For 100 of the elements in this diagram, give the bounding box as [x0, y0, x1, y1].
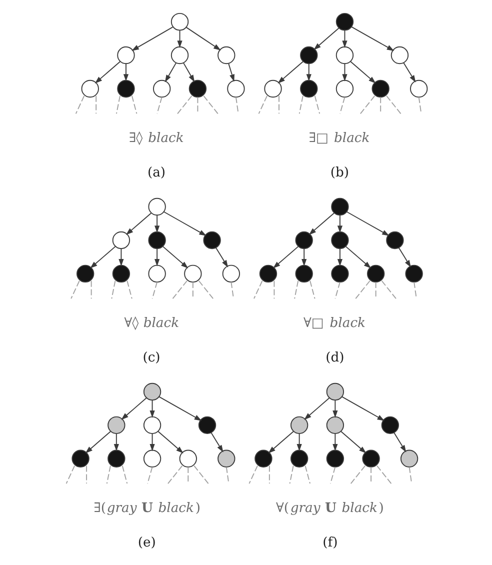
arrow	[308, 212, 334, 235]
arrow	[84, 431, 110, 454]
connector	[370, 466, 372, 484]
connector	[354, 280, 370, 300]
connector	[193, 465, 208, 484]
node-circle	[148, 231, 166, 250]
node-circle	[148, 198, 166, 216]
connector	[187, 466, 188, 484]
connector	[196, 96, 198, 114]
node-circle	[290, 450, 308, 468]
node-circle	[264, 80, 282, 98]
node-circle	[386, 231, 404, 250]
arrow	[336, 214, 342, 233]
node-circle	[116, 80, 134, 98]
node-circle	[116, 46, 134, 64]
node-circle	[404, 264, 422, 283]
node-circle	[330, 264, 348, 283]
node-circle	[184, 264, 202, 283]
connector	[74, 95, 84, 114]
arrow	[342, 63, 347, 82]
arrow	[157, 431, 183, 454]
label: ∃(gray U black)	[93, 500, 200, 516]
arrow	[332, 400, 338, 418]
node-circle	[390, 46, 408, 64]
label: (a)	[147, 166, 166, 181]
label: (c)	[142, 350, 160, 366]
arrow	[94, 61, 120, 84]
arrow	[304, 398, 330, 420]
arrow	[342, 30, 347, 48]
node-circle	[226, 80, 244, 98]
node-circle	[198, 416, 216, 434]
node-circle	[335, 12, 354, 31]
label: ∀(gray U black)	[276, 500, 384, 516]
connector	[288, 465, 294, 484]
arrow	[402, 62, 416, 83]
node-circle	[294, 231, 312, 250]
connector	[156, 96, 162, 114]
connector	[298, 95, 303, 114]
arrow	[340, 431, 366, 454]
node-circle	[366, 264, 384, 283]
connector	[309, 280, 315, 300]
arrow	[90, 246, 116, 268]
arrow	[214, 247, 228, 268]
connector	[90, 280, 92, 300]
label: ∃◊ black	[128, 130, 184, 146]
arrow	[313, 28, 339, 50]
arrow	[336, 248, 342, 266]
connector	[376, 465, 392, 484]
connector	[86, 465, 87, 484]
label: (b)	[330, 166, 349, 181]
arrow	[176, 30, 182, 48]
arrow	[162, 211, 206, 236]
connector	[258, 95, 268, 114]
node-circle	[300, 80, 318, 98]
node-circle	[335, 46, 354, 64]
node-circle	[217, 450, 235, 468]
node-circle	[380, 416, 398, 434]
connector	[413, 282, 416, 300]
connector	[374, 282, 376, 300]
connector	[106, 465, 110, 484]
arrow	[120, 398, 146, 420]
node-circle	[294, 264, 312, 283]
arrow	[398, 247, 410, 268]
arrow	[296, 433, 302, 452]
node-circle	[142, 450, 161, 468]
label: (f)	[322, 536, 338, 551]
arrow	[162, 246, 188, 268]
connector	[359, 95, 375, 114]
connector	[202, 95, 218, 114]
connector	[350, 465, 366, 484]
label: ∀◊ black	[124, 316, 179, 331]
node-circle	[142, 382, 161, 401]
arrow	[301, 248, 306, 266]
connector	[418, 96, 422, 114]
node-circle	[107, 416, 125, 434]
arrow	[154, 248, 160, 266]
connector	[115, 95, 120, 114]
node-circle	[326, 416, 344, 434]
arrow	[185, 26, 220, 50]
arrow	[344, 246, 371, 268]
arrow	[122, 63, 128, 82]
connector	[268, 465, 270, 484]
connector	[151, 282, 158, 300]
arrow	[118, 248, 124, 266]
arrow	[350, 26, 394, 51]
arrow	[154, 214, 160, 233]
arrow	[346, 211, 389, 236]
connector	[314, 95, 320, 114]
node-circle	[330, 198, 348, 216]
connector	[294, 280, 298, 300]
node-circle	[400, 450, 418, 468]
node-circle	[371, 80, 389, 98]
connector	[65, 465, 75, 484]
label: (e)	[137, 536, 156, 551]
node-circle	[326, 382, 344, 401]
node-circle	[335, 80, 354, 98]
connector	[329, 466, 336, 484]
arrow	[125, 212, 152, 235]
arrow	[113, 433, 118, 452]
node-circle	[152, 80, 170, 98]
